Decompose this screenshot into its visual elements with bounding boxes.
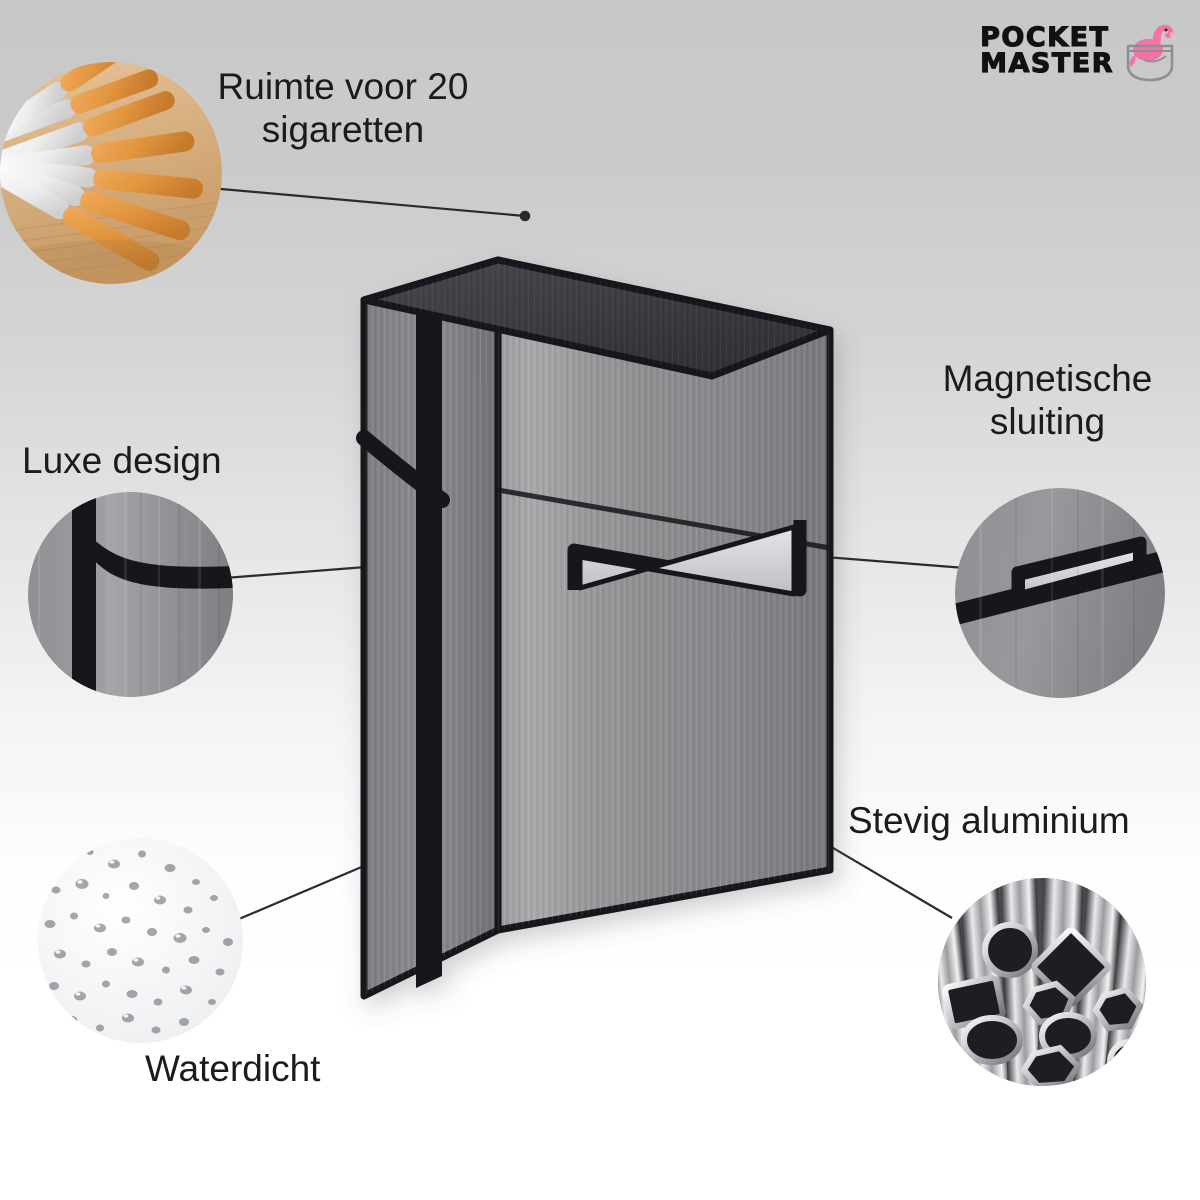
feature-label-magnetic: Magnetische sluiting bbox=[942, 358, 1153, 442]
feature-label-aluminium: Stevig aluminium bbox=[848, 800, 1130, 841]
feature-label-cigarettes: Ruimte voor 20 sigaretten bbox=[217, 66, 469, 150]
brand-line-1: POCKET bbox=[980, 21, 1110, 53]
feature-label-waterproof: Waterdicht bbox=[145, 1048, 321, 1089]
flamingo-in-pocket-icon bbox=[1126, 24, 1177, 82]
brand-line-2: MASTER bbox=[980, 48, 1114, 79]
feature-label-luxe-design: Luxe design bbox=[22, 440, 222, 481]
inset-corner-edge-closeup bbox=[28, 492, 233, 697]
product-illustration bbox=[330, 170, 870, 1030]
inset-water-droplets-photo bbox=[38, 838, 243, 1043]
inset-aluminium-tubes-photo bbox=[938, 878, 1146, 1086]
inset-cigarettes-photo bbox=[0, 62, 222, 284]
inset-magnetic-clasp-closeup bbox=[955, 488, 1165, 698]
brand-wordmark: POCKET MASTER bbox=[980, 21, 1114, 79]
brand-logo: POCKET MASTER bbox=[980, 20, 1178, 82]
